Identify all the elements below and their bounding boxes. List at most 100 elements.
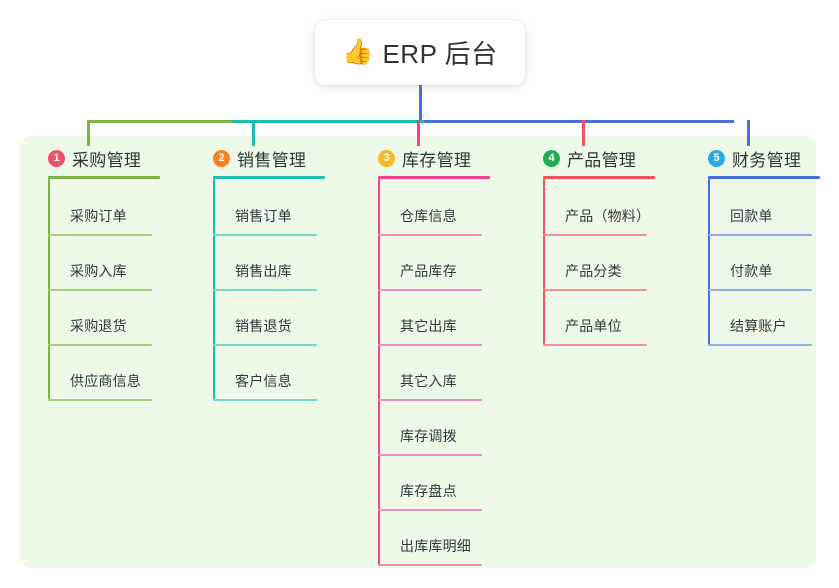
branch-header-rule — [708, 176, 820, 179]
branch-item[interactable]: 库存调拨 — [364, 401, 490, 456]
branch-item-label: 其它入库 — [400, 373, 457, 389]
connector-segment-teal — [233, 120, 424, 123]
branch-header-2[interactable]: 2 销售管理 — [199, 146, 325, 170]
branch-item-rule — [708, 234, 812, 236]
branch-item-rule — [378, 289, 482, 291]
branch-item-rule — [378, 564, 482, 566]
branch-header-rule — [48, 176, 160, 179]
branch-item[interactable]: 产品分类 — [529, 236, 655, 291]
branch-item-label: 产品（物料） — [565, 208, 651, 224]
branch-number-badge: 4 — [543, 149, 560, 167]
branch-spine — [708, 179, 710, 344]
branch-column-1: 1 采购管理采购订单采购入库采购退货供应商信息 — [34, 146, 160, 401]
branch-item[interactable]: 库存盘点 — [364, 456, 490, 511]
branch-item-rule — [213, 344, 317, 346]
connector-drop-3 — [417, 120, 420, 146]
branch-item-label: 其它出库 — [400, 318, 457, 334]
branch-item[interactable]: 产品（物料） — [529, 181, 655, 236]
connector-drop-4 — [582, 120, 585, 146]
branch-item-rule — [378, 344, 482, 346]
branch-item-label: 回款单 — [730, 208, 773, 224]
branch-title: 销售管理 — [237, 150, 307, 170]
branch-item[interactable]: 回款单 — [694, 181, 820, 236]
branch-item-label: 产品单位 — [565, 318, 622, 334]
branch-header-3[interactable]: 3 库存管理 — [364, 146, 490, 170]
branch-number-badge: 1 — [48, 149, 65, 167]
branch-item[interactable]: 仓库信息 — [364, 181, 490, 236]
branch-item[interactable]: 采购入库 — [34, 236, 160, 291]
branch-column-4: 4 产品管理产品（物料） 产品分类产品单位 — [529, 146, 655, 346]
branch-item-label: 销售退货 — [235, 318, 292, 334]
branch-item[interactable]: 产品单位 — [529, 291, 655, 346]
branch-number-badge: 2 — [213, 149, 230, 167]
branch-item-rule — [543, 234, 647, 236]
branch-header-rule — [213, 176, 325, 179]
connector-segment-green — [87, 120, 233, 123]
connector-drop-5 — [747, 120, 750, 146]
branch-item-rule — [543, 289, 647, 291]
branch-item-label: 销售出库 — [235, 263, 292, 279]
branch-item[interactable]: 其它入库 — [364, 346, 490, 401]
connector-drop-1 — [87, 120, 90, 146]
root-node[interactable]: 👍 ERP 后台 — [315, 20, 525, 85]
branch-header-rule — [543, 176, 655, 179]
branch-item-rule — [48, 344, 152, 346]
branch-item-label: 销售订单 — [235, 208, 292, 224]
branch-item-label: 仓库信息 — [400, 208, 457, 224]
branch-item[interactable]: 采购退货 — [34, 291, 160, 346]
connector-drop-2 — [252, 120, 255, 146]
root-node-label: ERP 后台 — [382, 39, 498, 69]
branch-number-badge: 3 — [378, 149, 395, 167]
branch-item[interactable]: 其它出库 — [364, 291, 490, 346]
branch-title: 库存管理 — [402, 150, 472, 170]
branch-item-rule — [543, 344, 647, 346]
branch-item[interactable]: 销售出库 — [199, 236, 325, 291]
branch-item-label: 采购退货 — [70, 318, 127, 334]
branch-item[interactable]: 客户信息 — [199, 346, 325, 401]
branch-item-rule — [708, 344, 812, 346]
branch-items: 仓库信息产品库存其它出库其它入库库存调拨库存盘点出库库明细 — [364, 179, 490, 566]
branch-item-rule — [213, 234, 317, 236]
branch-item-rule — [213, 289, 317, 291]
branch-item-rule — [48, 289, 152, 291]
branch-item[interactable]: 采购订单 — [34, 181, 160, 236]
branch-item-label: 采购入库 — [70, 263, 127, 279]
branch-header-4[interactable]: 4 产品管理 — [529, 146, 655, 170]
branch-item-label: 采购订单 — [70, 208, 127, 224]
connector-segment-blue — [424, 120, 734, 123]
branch-item[interactable]: 销售退货 — [199, 291, 325, 346]
branch-item-label: 产品分类 — [565, 263, 622, 279]
branch-title: 采购管理 — [72, 150, 142, 170]
branch-column-2: 2 销售管理销售订单销售出库销售退货客户信息 — [199, 146, 325, 401]
branch-spine — [543, 179, 545, 344]
branch-item-rule — [378, 509, 482, 511]
branch-item-rule — [378, 399, 482, 401]
branch-item[interactable]: 付款单 — [694, 236, 820, 291]
branch-item-rule — [48, 234, 152, 236]
branch-item-label: 库存调拨 — [400, 428, 457, 444]
branch-item-rule — [213, 399, 317, 401]
branch-item-label: 结算账户 — [730, 318, 787, 334]
branch-column-3: 3 库存管理仓库信息产品库存其它出库其它入库库存调拨库存盘点出库库明细 — [364, 146, 490, 566]
branch-item-rule — [48, 399, 152, 401]
branch-title: 产品管理 — [567, 150, 637, 170]
branches-card-background — [20, 136, 816, 568]
branch-header-1[interactable]: 1 采购管理 — [34, 146, 160, 170]
branch-item[interactable]: 销售订单 — [199, 181, 325, 236]
branch-items: 回款单付款单结算账户 — [694, 179, 820, 346]
branch-item[interactable]: 供应商信息 — [34, 346, 160, 401]
branch-item[interactable]: 出库库明细 — [364, 511, 490, 566]
branch-item-rule — [378, 234, 482, 236]
connector-trunk — [419, 85, 422, 123]
branch-spine — [378, 179, 380, 564]
branch-item-label: 供应商信息 — [70, 373, 141, 389]
branch-header-rule — [378, 176, 490, 179]
branch-item[interactable]: 结算账户 — [694, 291, 820, 346]
thumbs-up-icon: 👍 — [342, 38, 374, 66]
branch-item-label: 库存盘点 — [400, 483, 457, 499]
branch-item[interactable]: 产品库存 — [364, 236, 490, 291]
branch-number-badge: 5 — [708, 149, 725, 167]
branch-item-rule — [708, 289, 812, 291]
